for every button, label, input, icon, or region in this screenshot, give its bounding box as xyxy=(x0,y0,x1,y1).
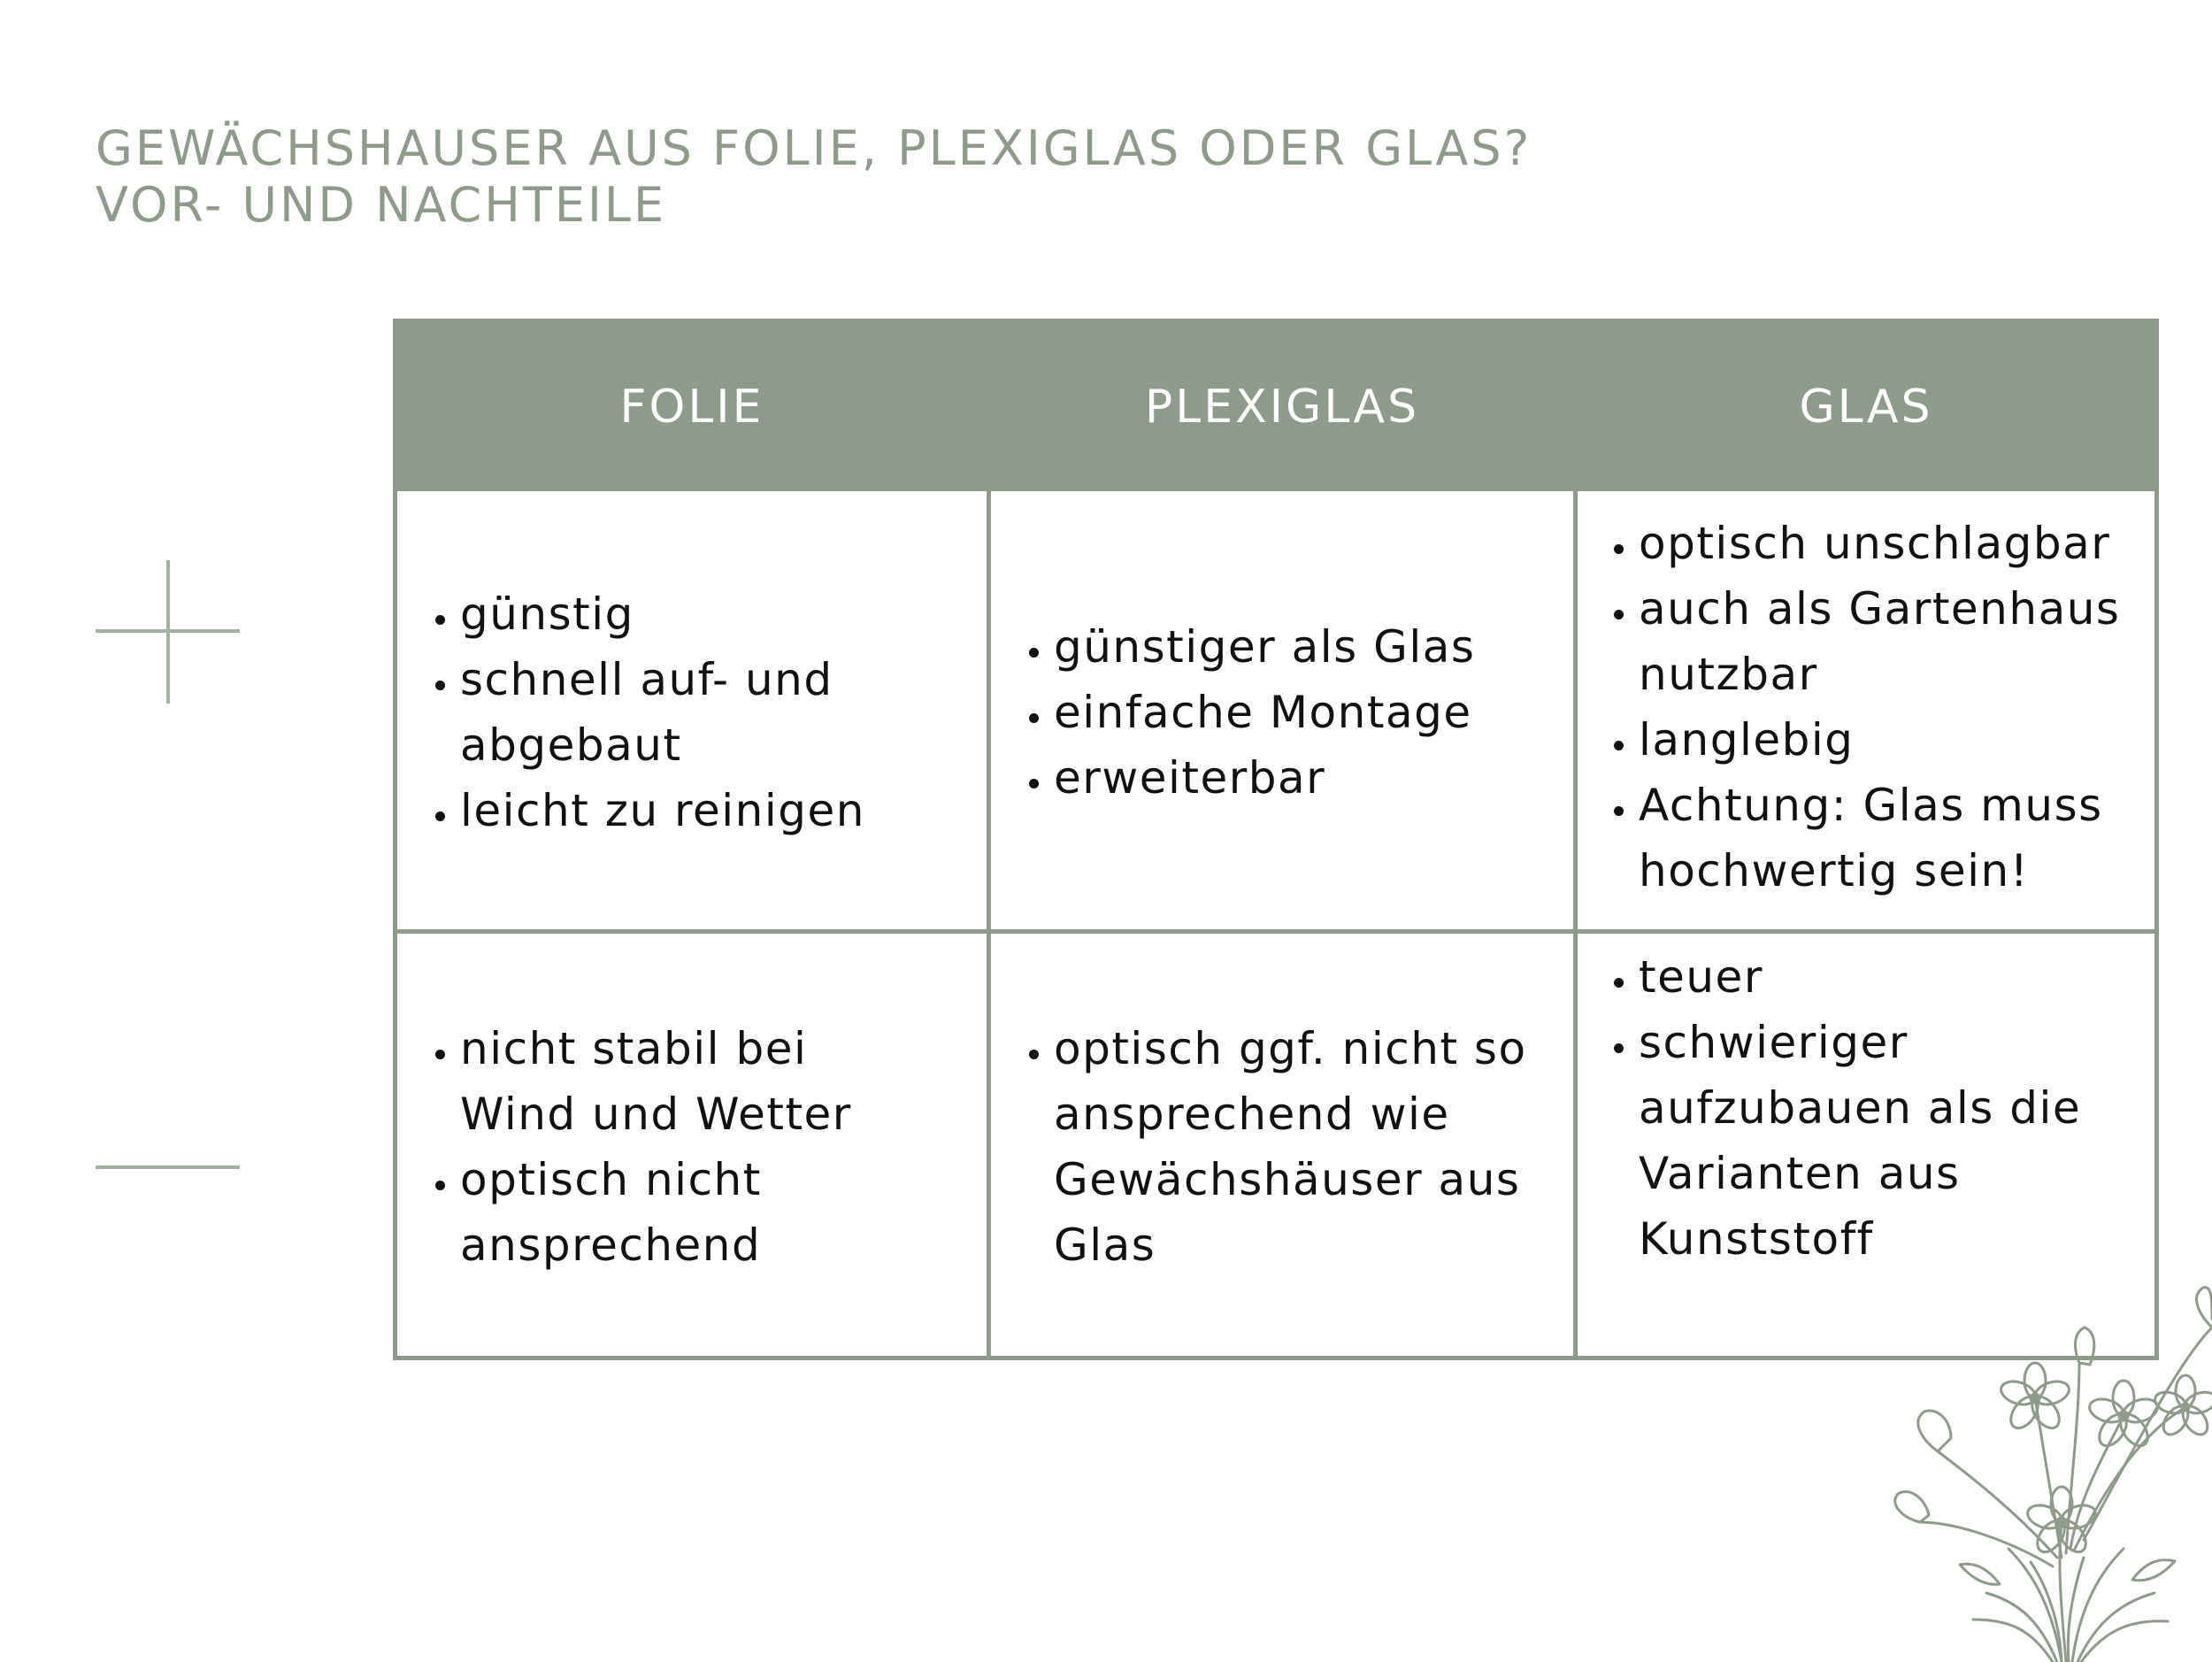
column-header-glas: GLAS xyxy=(1799,381,1933,434)
advantages-list-plexiglas: günstiger als Glas einfache Montage erwe… xyxy=(1004,614,1475,811)
row-divider xyxy=(397,929,2154,934)
list-item: optisch ggf. nicht so ansprechend wie Ge… xyxy=(1054,1016,1549,1278)
title-line-1: GEWÄCHSHAUSER AUS FOLIE, PLEXIGLAS ODER … xyxy=(96,120,1532,176)
disadvantages-list-glas: teuer schwieriger aufzubauen als die Var… xyxy=(1589,944,2099,1272)
disadvantages-list-plexiglas: optisch ggf. nicht so ansprechend wie Ge… xyxy=(1004,1016,1549,1278)
list-item: teuer xyxy=(1639,944,2099,1010)
title-line-2: VOR- UND NACHTEILE xyxy=(96,177,667,233)
list-item: nicht stabil bei Wind und Wetter xyxy=(460,1016,885,1147)
list-item: langlebig xyxy=(1639,707,2134,773)
column-divider xyxy=(1573,491,1578,1360)
advantages-list-folie: günstig schnell auf- und abgebaut leicht… xyxy=(411,581,885,843)
list-item: optisch unschlagbar xyxy=(1639,511,2134,576)
column-header-plexiglas: PLEXIGLAS xyxy=(1144,381,1420,434)
column-header-folie: FOLIE xyxy=(619,381,764,434)
table-cell: optisch ggf. nicht so ansprechend wie Ge… xyxy=(1004,934,1571,1360)
dash-decoration-icon xyxy=(96,1166,240,1169)
list-item: auch als Gartenhaus nutzbar xyxy=(1639,576,2134,707)
list-item: optisch nicht ansprechend xyxy=(460,1147,814,1278)
list-item: erweiterbar xyxy=(1054,745,1475,811)
disadvantages-list-folie: nicht stabil bei Wind und Wetter optisch… xyxy=(411,1016,885,1278)
plus-horizontal-stroke xyxy=(96,629,240,633)
table-cell: optisch unschlagbar auch als Gartenhaus … xyxy=(1589,511,2155,927)
list-item: schwieriger aufzubauen als die Varianten… xyxy=(1639,1010,2099,1272)
list-item: schnell auf- und abgebaut xyxy=(460,647,885,778)
advantages-list-glas: optisch unschlagbar auch als Gartenhaus … xyxy=(1589,511,2134,904)
list-item: einfache Montage xyxy=(1054,680,1475,745)
column-divider xyxy=(987,491,991,1360)
list-item: leicht zu reinigen xyxy=(460,778,885,843)
table-cell: günstiger als Glas einfache Montage erwe… xyxy=(1004,496,1571,929)
list-item: günstiger als Glas xyxy=(1054,614,1475,680)
flower-illustration-icon xyxy=(1893,1286,2212,1662)
page-title: GEWÄCHSHAUSER AUS FOLIE, PLEXIGLAS ODER … xyxy=(96,120,1532,234)
comparison-table: FOLIE PLEXIGLAS GLAS günstig schnell auf… xyxy=(393,319,2159,1360)
table-cell: teuer schwieriger aufzubauen als die Var… xyxy=(1589,944,2155,1360)
list-item: Achtung: Glas muss hochwertig sein! xyxy=(1639,773,2134,904)
list-item: günstig xyxy=(460,581,885,647)
table-header: FOLIE PLEXIGLAS GLAS xyxy=(397,323,2154,491)
table-cell: nicht stabil bei Wind und Wetter optisch… xyxy=(411,934,977,1360)
table-cell: günstig schnell auf- und abgebaut leicht… xyxy=(411,496,977,929)
